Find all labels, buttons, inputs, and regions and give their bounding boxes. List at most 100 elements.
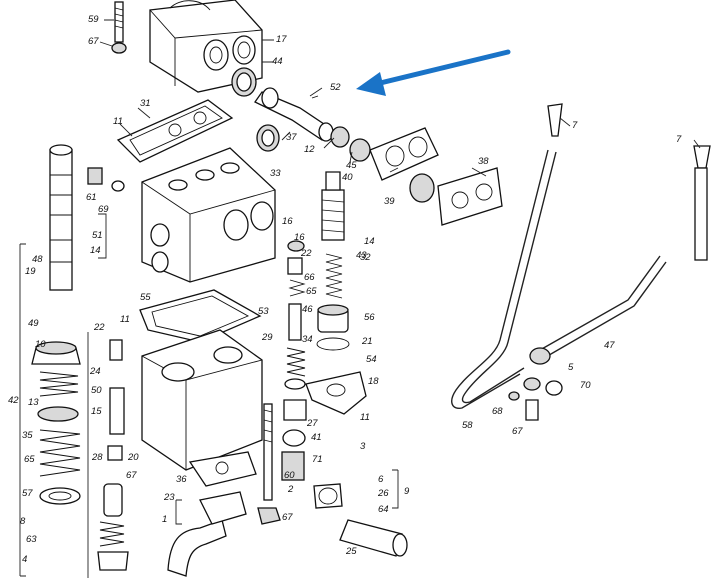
callout-label: 20 [127,452,139,463]
part-26-ring [39,487,81,505]
callout-label: 53 [258,306,269,317]
part-28-spring [39,429,81,477]
part-43-stack [281,240,307,481]
callout-label: 33 [270,168,281,179]
callout-label: 67 [282,512,293,523]
callout-label: 65 [24,454,35,465]
callout-label: 2 [287,484,294,495]
part-44-seal [231,67,257,97]
callout-label: 32 [360,252,371,263]
callout-label: 40 [342,172,353,183]
callout-label: 35 [22,430,33,441]
callout-label: 22 [300,248,312,259]
callout-label: 66 [304,272,315,283]
part-49-sleeve [317,304,349,333]
callout-label: 42 [8,395,19,406]
callout-label: 54 [366,354,377,365]
callout-label: 17 [276,34,287,45]
part-71-bolt [263,403,273,501]
callout-label: 51 [92,230,103,241]
callout-label: 39 [384,196,395,207]
part-64-nut [257,507,281,525]
part-37-spool [254,87,350,148]
callout-label: 44 [272,56,283,67]
callout-label: 21 [361,336,373,347]
callout-label: 7 [676,134,682,145]
callout-label: 23 [163,492,175,503]
part-16-valve-body [141,147,276,283]
part-63-clamp [313,483,343,509]
callout-label: 70 [580,380,591,391]
callout-label: 11 [113,116,123,127]
callout-label: 57 [22,488,33,499]
callout-label: 4 [22,554,27,565]
callout-label: 10 [35,339,46,350]
callout-label: 64 [378,504,389,515]
callout-label: 50 [91,385,102,396]
callout-label: 11 [120,314,130,325]
callout-label: 19 [25,266,36,277]
callout-label: 47 [604,340,615,351]
callout-label: 16 [282,216,293,227]
part-38-gasket [437,167,503,226]
leader-lines [19,19,701,578]
callout-label: 69 [98,204,109,215]
callout-label: 31 [140,98,151,109]
callout-label: 27 [306,418,318,429]
callout-label: 18 [368,376,379,387]
callout-label: 67 [88,36,99,47]
part-59-bolt [111,1,127,54]
callout-label: 3 [360,441,366,452]
part-25-spring [97,483,129,571]
callout-label: 61 [86,192,97,203]
part-48-spring [325,253,343,299]
callout-label: 34 [302,334,313,345]
callout-label: 38 [478,156,489,167]
callout-label: 22 [93,322,105,333]
callout-label: 16 [294,232,305,243]
callout-label: 15 [91,406,102,417]
callout-label: 14 [90,245,101,256]
part-3-lever [451,149,557,409]
callout-label: 11 [360,412,370,423]
part-33-seal [256,124,280,152]
part-24-cup [31,341,81,397]
callout-label: 12 [304,144,315,155]
callout-label: 30 [0,0,11,3]
callout-label: 28 [91,452,103,463]
callout-label: 13 [28,397,39,408]
callout-label: 7 [572,120,578,131]
callout-label: 56 [364,312,375,323]
callout-label: 5 [568,362,574,373]
part-70-washer [508,377,563,421]
part-40-gasket [349,127,439,203]
callout-label: 65 [306,286,317,297]
part-34-pin [107,339,125,461]
part-47-flange [305,371,367,415]
part-17-cover-block [149,0,263,93]
part-31-gasket [116,99,234,163]
part-61-screw [87,167,125,192]
callout-label: 55 [140,292,151,303]
callout-label: 29 [261,332,273,343]
callout-label: 41 [311,432,322,443]
pointer-arrow [356,49,511,96]
callout-label: 24 [89,366,101,377]
callout-label: 43 [356,250,367,261]
callout-label: 60 [284,470,295,481]
callout-label: 63 [26,534,37,545]
callout-label: 48 [32,254,43,265]
part-10-oring [316,337,350,351]
callout-label: 49 [28,318,39,329]
part-5-rod [529,255,667,365]
part-2-pipe [167,491,247,577]
callout-label: 6 [378,474,384,485]
part-6-plate [188,451,257,487]
callout-label: 58 [462,420,473,431]
callout-label: 37 [286,132,297,143]
callout-label: 14 [364,236,375,247]
part-32-valve [321,171,345,241]
